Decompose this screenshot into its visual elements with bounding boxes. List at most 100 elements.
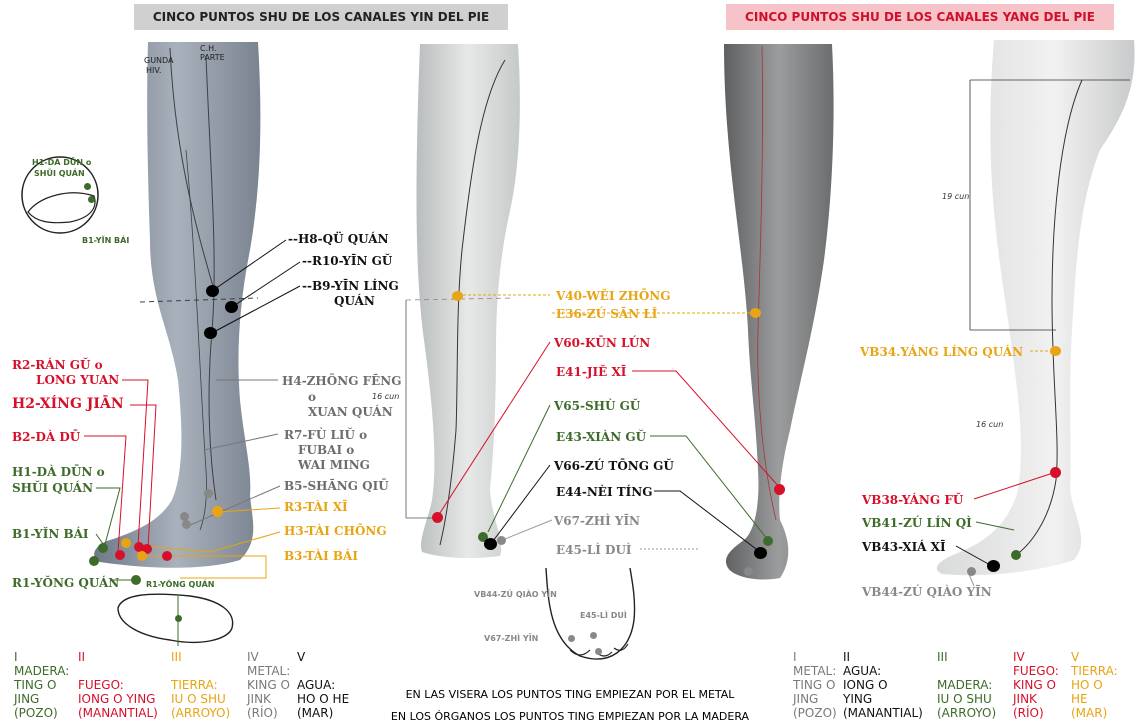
yin-legend-madera: I MADERA: TING O JING (POZO)	[14, 650, 69, 720]
yang-legend-tierra: V TIERRA: HO O HE (MAR)	[1071, 650, 1118, 720]
yang-legend-tierra-num: V	[1071, 650, 1080, 664]
yang-legend-madera-element: MADERA:	[937, 678, 993, 692]
yang-legend-metal-num: I	[793, 650, 797, 664]
yang-legend-metal: I METAL: TING O JING (POZO)	[793, 650, 837, 720]
yin-legend-fuego-line2: IONG O YING	[78, 692, 156, 706]
point-vb38[interactable]	[1050, 467, 1061, 478]
point-vb44[interactable]	[967, 567, 976, 576]
label-e43: E43-XIÀN GŬ	[556, 430, 647, 444]
label-h8: --H8-QÜ QUÁN	[288, 232, 389, 246]
yang-legend-agua-line2: IONG O	[843, 678, 888, 692]
label-r7-line2: FUBAI o	[298, 443, 355, 457]
label-vb38: VB38-YÁNG FŬ	[862, 493, 964, 507]
point-v40[interactable]	[452, 291, 463, 301]
yin-legend-madera-element: MADERA:	[14, 664, 70, 678]
yang-legend-metal-line2: TING O	[793, 678, 836, 692]
label-r1: R1-YŎNG QUÁN	[12, 576, 120, 590]
yin-legend-agua-line3: (MAR)	[297, 706, 334, 720]
point-b3[interactable]	[137, 551, 147, 561]
yang-legend-metal-line4: (POZO)	[793, 706, 837, 720]
yin-title: CINCO PUNTOS SHU DE LOS CANALES YIN DEL …	[134, 4, 508, 30]
label-h4-line2: o	[308, 390, 317, 404]
point-r3[interactable]	[212, 506, 223, 517]
label-vb41: VB41-ZÚ LÍN QÌ	[862, 516, 972, 530]
label-r10-text: R10-YĪN GŬ	[311, 254, 393, 268]
yin-legend-agua-element: AGUA:	[297, 678, 336, 692]
point-r2[interactable]	[134, 542, 144, 552]
yang-legend-metal-line3: JING	[793, 692, 819, 706]
cun-19-label: 19 cun	[942, 192, 970, 201]
point-h2[interactable]	[142, 544, 152, 554]
point-b1[interactable]	[89, 556, 99, 566]
point-r1[interactable]	[131, 575, 141, 585]
foot-e45-label: E45-LÌ DUÌ	[580, 611, 627, 620]
point-b3-red[interactable]	[162, 551, 172, 561]
yin-legend-metal-line2: KING O	[247, 678, 290, 692]
point-v66[interactable]	[484, 538, 497, 550]
point-e36[interactable]	[750, 308, 761, 318]
label-h8-text: H8-QÜ QUÁN	[297, 232, 389, 246]
foot-vb44-label: VB44-ZÚ QIÀO YĪN	[474, 590, 557, 599]
point-h4[interactable]	[204, 489, 213, 498]
yin-legend-metal: IV METAL: KING O JINK (RÍO)	[247, 650, 290, 720]
yin-legend-madera-line2: TING O	[14, 678, 57, 692]
point-v67[interactable]	[497, 536, 506, 545]
point-vb34[interactable]	[1050, 346, 1061, 356]
foot-point-v67	[595, 648, 602, 655]
label-v65: V65-SHÙ GŬ	[554, 399, 641, 413]
yang-legend-fuego-line2: KING O	[1013, 678, 1056, 692]
label-e41: E41-JIĚ XĪ	[556, 365, 627, 379]
point-b5[interactable]	[180, 512, 189, 521]
yin-legend-metal-line4: (RÍO)	[247, 706, 278, 720]
inset-h1-label-2: SHŬI QUÁN	[34, 169, 85, 178]
label-h3: H3-TÀI CHŌNG	[284, 524, 387, 538]
label-r7-line1: R7-FÙ LIŬ o	[284, 428, 368, 442]
yang-legend-fuego-num: IV	[1013, 650, 1025, 664]
point-e41[interactable]	[774, 484, 785, 495]
label-v67: V67-ZHÌ YĪN	[554, 514, 641, 528]
point-h1[interactable]	[98, 543, 108, 553]
note-visera: EN LAS VISERA LOS PUNTOS TING EMPIEZAN P…	[405, 688, 735, 701]
foot-point-e45	[590, 632, 597, 639]
point-vb41[interactable]	[1011, 550, 1021, 560]
point-v65[interactable]	[478, 532, 488, 542]
point-h3[interactable]	[121, 538, 131, 548]
yang-legend-madera-num: III	[937, 650, 948, 664]
yin-legend-tierra-num: III	[171, 650, 182, 664]
yin-legend-fuego-element: FUEGO:	[78, 678, 124, 692]
yin-legend-tierra-line3: (ARROYO)	[171, 706, 231, 720]
pale-leg	[405, 44, 520, 559]
yang-legend-fuego-line4: (RÍO)	[1013, 706, 1044, 720]
yang-legend-fuego-element: FUEGO:	[1013, 664, 1059, 678]
yang-legend-agua: II AGUA: IONG O YING (MANANTIAL)	[843, 650, 923, 720]
yin-legend-agua-line2: HO O HE	[297, 692, 350, 706]
point-v60[interactable]	[432, 512, 443, 523]
label-h1-line1: H1-DÀ DŪN o	[12, 465, 105, 479]
label-v66: V66-ZÚ TŌNG GŬ	[554, 459, 674, 473]
yang-legend-metal-element: METAL:	[793, 664, 837, 678]
point-r10[interactable]	[225, 301, 238, 313]
sole-point-r1	[175, 615, 182, 622]
yin-legend-fuego-num: II	[78, 650, 86, 664]
label-r2-line2: LONG YUAN	[36, 373, 120, 387]
point-e44[interactable]	[754, 547, 767, 559]
label-v40: V40-WĚI ZHŌNG	[556, 289, 671, 303]
label-b1: B1-YĬN BÁI	[12, 527, 89, 541]
yin-legend-tierra: III TIERRA: IU O SHU (ARROYO)	[171, 650, 230, 720]
point-b9[interactable]	[204, 327, 217, 339]
point-b2[interactable]	[115, 550, 125, 560]
label-h4-line3: XUAN QUÁN	[308, 405, 393, 419]
label-h2: H2-XÍNG JIĀN	[12, 396, 124, 412]
point-e45[interactable]	[744, 567, 753, 576]
inset-point-h1	[84, 183, 91, 190]
label-b2: B2-DÀ DŪ	[12, 430, 81, 444]
yang-legend-agua-line3: YING	[843, 692, 873, 706]
point-h8[interactable]	[206, 285, 219, 297]
point-vb43[interactable]	[987, 560, 1000, 572]
anatomy-label-1: C.H.	[200, 44, 217, 53]
point-r7[interactable]	[182, 520, 191, 529]
label-b3: B3-TÀI BÁI	[284, 549, 358, 563]
point-e43[interactable]	[763, 536, 773, 546]
yang-legend-tierra-element: TIERRA:	[1071, 664, 1118, 678]
yang-title: CINCO PUNTOS SHU DE LOS CANALES YANG DEL…	[726, 4, 1114, 30]
